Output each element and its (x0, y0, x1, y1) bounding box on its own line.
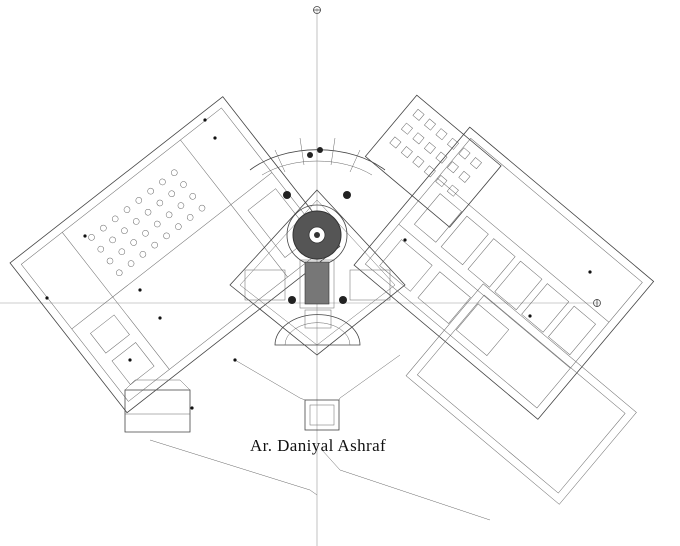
left-wing (9, 96, 341, 414)
central-canopy (249, 137, 386, 176)
author-credit: Ar. Daniyal Ashraf (250, 436, 387, 455)
entrance-pavilion (304, 399, 340, 431)
bottom-left-annex (124, 379, 191, 433)
fountain (286, 204, 348, 305)
palm-tree-icon (283, 147, 351, 304)
axis-marker-right (593, 299, 601, 307)
axis-marker-top (313, 6, 321, 14)
lower-right-wing (405, 283, 637, 505)
corridors (149, 354, 491, 521)
column-dots (45, 118, 592, 410)
right-wing (353, 126, 655, 420)
lower-rotunda (274, 309, 361, 346)
dining-area (364, 94, 502, 228)
